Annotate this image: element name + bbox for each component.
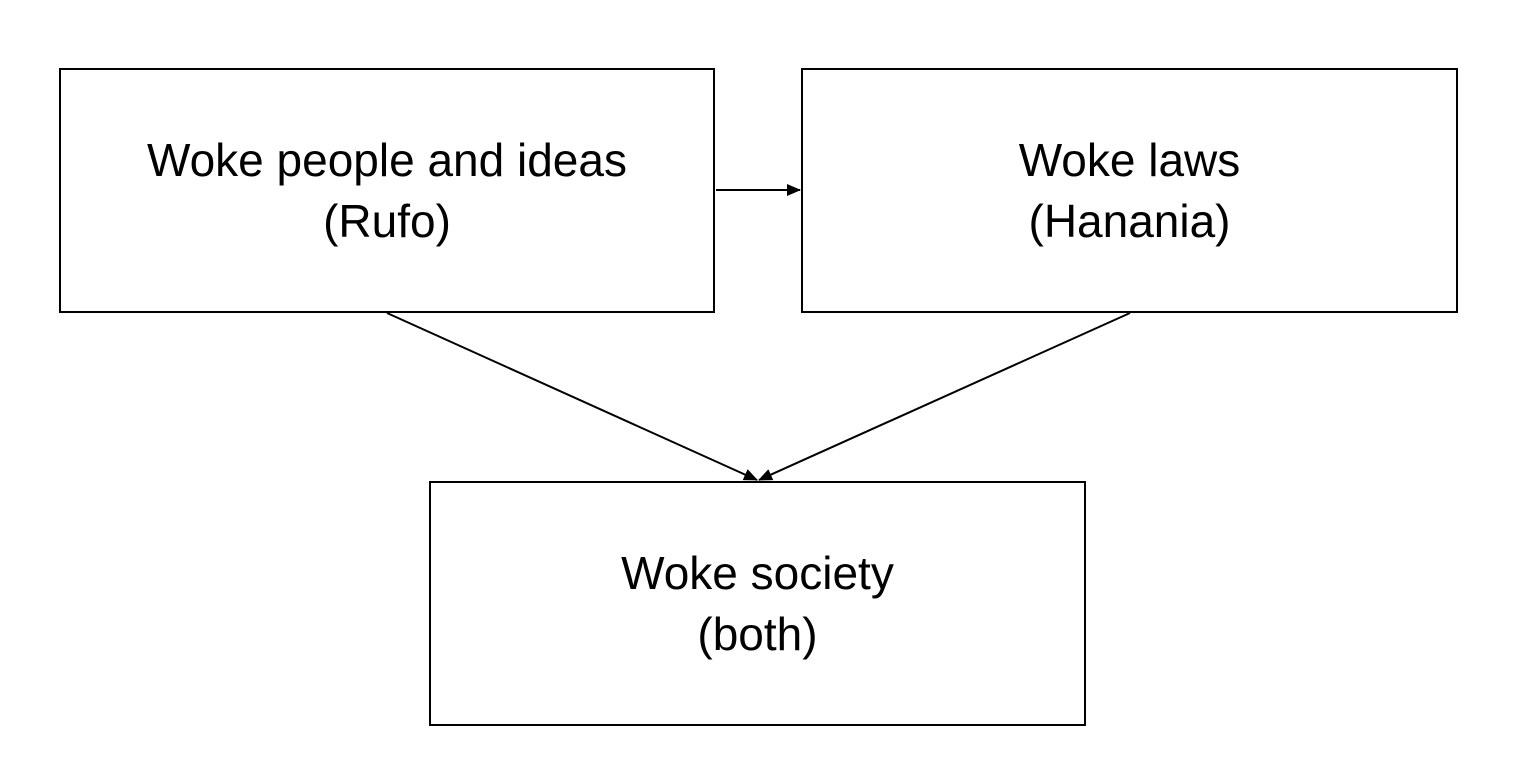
node-title: Woke people and ideas xyxy=(147,133,627,186)
edge-people-ideas-to-society xyxy=(386,312,758,481)
edge-laws-to-society xyxy=(758,312,1131,481)
node-woke-society: Woke society (both) xyxy=(429,481,1086,726)
node-subtitle: (Hanania) xyxy=(1028,194,1231,247)
node-title: Woke laws xyxy=(1018,133,1241,186)
node-subtitle: (Rufo) xyxy=(323,194,451,247)
node-woke-people-and-ideas: Woke people and ideas (Rufo) xyxy=(59,68,715,313)
node-subtitle: (both) xyxy=(697,607,818,660)
node-woke-laws: Woke laws (Hanania) xyxy=(801,68,1458,313)
node-title: Woke society xyxy=(621,546,894,599)
